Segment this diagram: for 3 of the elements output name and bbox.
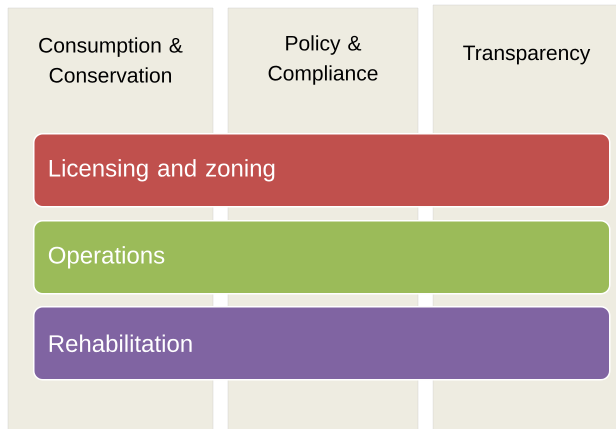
process-band: Operations: [33, 220, 610, 294]
process-band: Licensing and zoning: [33, 133, 610, 208]
process-band: Rehabilitation: [33, 306, 610, 380]
